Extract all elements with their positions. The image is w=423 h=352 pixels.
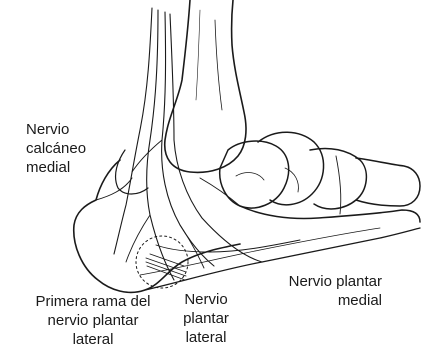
label-line: lateral — [8, 330, 178, 349]
label-line: nervio plantar — [8, 311, 178, 330]
label-nervio-plantar-lateral: Nervio plantar lateral — [170, 290, 242, 347]
label-line: Nervio — [170, 290, 242, 309]
highlight-circle — [136, 236, 188, 288]
label-line: medial — [254, 291, 382, 310]
calcaneus-bone — [74, 150, 240, 292]
label-line: Primera rama del — [8, 292, 178, 311]
label-nervio-calcaneo-medial: Nervio calcáneo medial — [26, 120, 86, 177]
label-line: Nervio — [26, 120, 86, 139]
label-primera-rama: Primera rama del nervio plantar lateral — [8, 292, 178, 349]
label-line: medial — [26, 158, 86, 177]
label-nervio-plantar-medial: Nervio plantar medial — [254, 272, 382, 310]
label-line: calcáneo — [26, 139, 86, 158]
label-line: Nervio plantar — [254, 272, 382, 291]
label-line: lateral — [170, 328, 242, 347]
tarsal-bones — [200, 132, 420, 222]
label-line: plantar — [170, 309, 242, 328]
